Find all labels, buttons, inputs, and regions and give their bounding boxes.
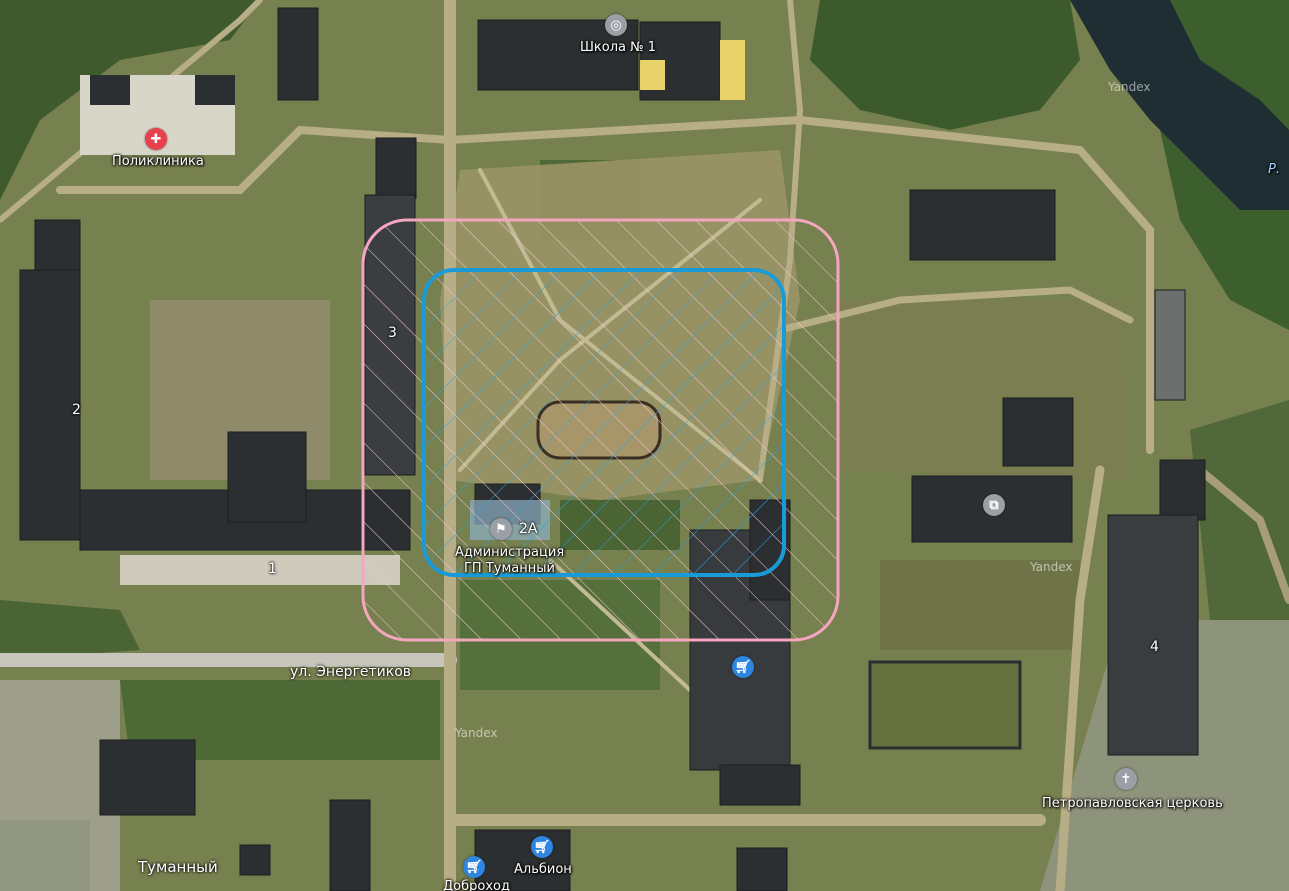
albion-poi-icon[interactable]: 🛒︎ [531, 836, 553, 858]
house-number-2a: 2А [519, 521, 538, 537]
settlement-label[interactable]: Туманный [138, 858, 218, 876]
admin-label-line2[interactable]: ГП Туманный [464, 561, 555, 576]
clinic-label[interactable]: Поликлиника [112, 154, 204, 169]
post-office-poi-icon[interactable]: ⧉ [983, 494, 1005, 516]
house-number-2: 2 [72, 402, 81, 418]
watermark-1: Yandex [1108, 80, 1151, 94]
clinic-poi-icon[interactable]: ✚ [145, 128, 167, 150]
albion-label[interactable]: Альбион [514, 862, 572, 877]
house-number-4: 4 [1150, 639, 1159, 655]
school-icon: ◎ [610, 17, 622, 33]
flag-icon: ⚑ [495, 521, 507, 537]
house-number-1: 1 [268, 561, 277, 577]
watermark-3: Yandex [1030, 560, 1073, 574]
admin-poi-icon[interactable]: ⚑ [490, 518, 512, 540]
watermark-2: Yandex [455, 726, 498, 740]
shopping-cart-icon: 🛒︎ [734, 659, 752, 675]
shop-poi-icon[interactable]: 🛒︎ [732, 656, 754, 678]
orthodox-cross-icon: ✝ [1120, 771, 1132, 787]
school-poi-icon[interactable]: ◎ [605, 14, 627, 36]
church-label[interactable]: Петропавловская церковь [1042, 796, 1223, 811]
admin-label-line1[interactable]: Администрация [455, 545, 565, 560]
post-office-icon: ⧉ [989, 497, 999, 513]
medical-cross-icon: ✚ [150, 131, 162, 147]
dobrokhod-poi-icon[interactable]: 🛒︎ [463, 856, 485, 878]
street-label[interactable]: ул. Энергетиков [290, 664, 412, 680]
church-poi-icon[interactable]: ✝ [1115, 768, 1137, 790]
house-number-3: 3 [388, 325, 397, 341]
school-label[interactable]: Школа № 1 [580, 40, 657, 55]
river-label: Р. [1268, 162, 1280, 177]
dobrokhod-label[interactable]: Доброход [443, 879, 510, 891]
shopping-cart-icon: 🛒︎ [465, 859, 483, 875]
shopping-cart-icon: 🛒︎ [533, 839, 551, 855]
